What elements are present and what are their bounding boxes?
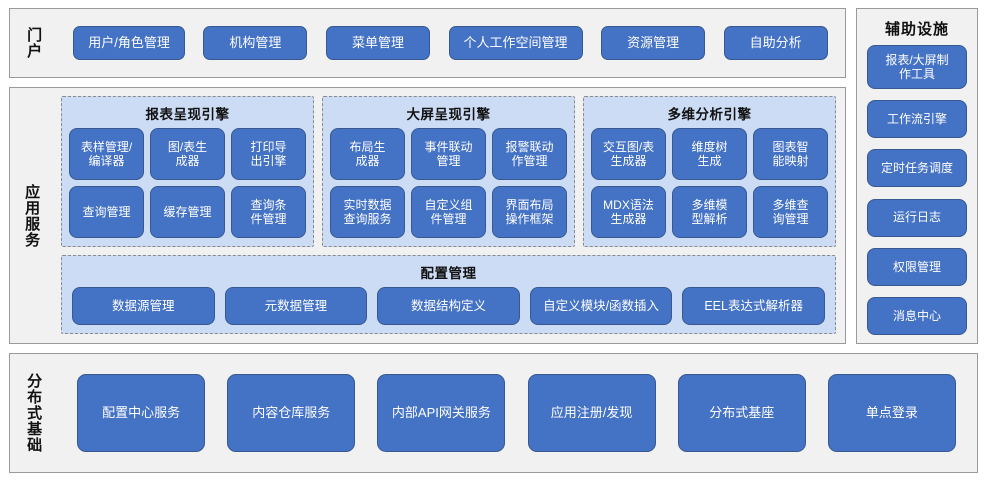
aux-item-workflow-engine[interactable]: 工作流引擎: [867, 100, 967, 139]
distbase-item-app-registry[interactable]: 应用注册/发现: [527, 374, 656, 452]
aux-facilities-panel: 辅助设施 报表/大屏制 作工具 工作流引擎 定时任务调度 运行日志 权限管理 消…: [856, 8, 978, 344]
config-item-metadata[interactable]: 元数据管理: [224, 287, 368, 325]
engine-report-items: 表样管理/ 编译器 图/表生 成器 打印导 出引擎 查询管理 缓存管理 查询条 …: [69, 128, 306, 238]
portal-item-self-analysis[interactable]: 自助分析: [723, 26, 828, 60]
portal-item-org[interactable]: 机构管理: [203, 26, 308, 60]
engine-multidim-item-smart-mapping[interactable]: 图表智 能映射: [753, 128, 828, 180]
distbase-item-sso[interactable]: 单点登录: [827, 374, 956, 452]
portal-item-user-role[interactable]: 用户/角色管理: [73, 26, 185, 60]
engines-row: 报表呈现引擎 表样管理/ 编译器 图/表生 成器 打印导 出引擎 查询管理 缓存…: [61, 96, 836, 247]
engine-bigscreen-title: 大屏呈现引擎: [406, 107, 491, 122]
aux-facilities-list: 报表/大屏制 作工具 工作流引擎 定时任务调度 运行日志 权限管理 消息中心: [867, 45, 967, 335]
distributed-base-panel: 分布式基础 配置中心服务 内容仓库服务 内部API网关服务 应用注册/发现 分布…: [9, 353, 978, 473]
application-services-body: 报表呈现引擎 表样管理/ 编译器 图/表生 成器 打印导 出引擎 查询管理 缓存…: [52, 88, 845, 343]
aux-item-scheduled-task[interactable]: 定时任务调度: [867, 149, 967, 188]
distbase-item-config-center[interactable]: 配置中心服务: [77, 374, 206, 452]
engine-multidim-title: 多维分析引擎: [667, 107, 752, 122]
aux-item-runtime-log[interactable]: 运行日志: [867, 198, 967, 237]
engine-report-item-cache-management[interactable]: 缓存管理: [150, 186, 225, 238]
aux-item-permission-management[interactable]: 权限管理: [867, 247, 967, 286]
engine-multidim-item-mdx-generator[interactable]: MDX语法 生成器: [591, 186, 666, 238]
aux-item-message-center[interactable]: 消息中心: [867, 296, 967, 335]
config-item-datasource[interactable]: 数据源管理: [72, 287, 215, 325]
distributed-base-label: 分布式基础: [25, 373, 43, 453]
aux-facilities-title: 辅助设施: [884, 21, 949, 38]
engine-bigscreen-item-layout-generator[interactable]: 布局生 成器: [330, 128, 405, 180]
engine-multidim-item-query-management[interactable]: 多维查 询管理: [753, 186, 828, 238]
engine-report-title: 报表呈现引擎: [145, 107, 230, 122]
config-management-title: 配置管理: [420, 266, 477, 281]
engine-report-item-chart-generator[interactable]: 图/表生 成器: [150, 128, 225, 180]
config-management-items: 数据源管理 元数据管理 数据结构定义 自定义模块/函数插入 EEL表达式解析器: [72, 287, 825, 325]
application-services-label: 应用服务: [23, 183, 41, 248]
engine-report-item-query-management[interactable]: 查询管理: [69, 186, 144, 238]
config-item-custom-module[interactable]: 自定义模块/函数插入: [529, 287, 673, 325]
aux-item-report-bigscreen-tool[interactable]: 报表/大屏制 作工具: [867, 45, 967, 89]
distbase-item-distributed-foundation[interactable]: 分布式基座: [677, 374, 806, 452]
portal-panel: 门户 用户/角色管理 机构管理 菜单管理 个人工作空间管理 资源管理 自助分析: [9, 8, 846, 78]
engine-bigscreen-item-realtime-query[interactable]: 实时数据 查询服务: [330, 186, 405, 238]
config-management-panel: 配置管理 数据源管理 元数据管理 数据结构定义 自定义模块/函数插入 EEL表达…: [61, 255, 836, 334]
engine-report-item-query-condition[interactable]: 查询条 件管理: [231, 186, 306, 238]
engine-bigscreen-item-event-linkage[interactable]: 事件联动 管理: [411, 128, 486, 180]
engine-multidim-item-interactive-chart[interactable]: 交互图/表 生成器: [591, 128, 666, 180]
portal-buttons: 用户/角色管理 机构管理 菜单管理 个人工作空间管理 资源管理 自助分析: [56, 9, 845, 77]
distributed-base-buttons: 配置中心服务 内容仓库服务 内部API网关服务 应用注册/发现 分布式基座 单点…: [56, 354, 977, 472]
engine-bigscreen: 大屏呈现引擎 布局生 成器 事件联动 管理 报警联动 作管理 实时数据 查询服务…: [322, 96, 575, 247]
engine-report: 报表呈现引擎 表样管理/ 编译器 图/表生 成器 打印导 出引擎 查询管理 缓存…: [61, 96, 314, 247]
portal-item-resource[interactable]: 资源管理: [601, 26, 706, 60]
engine-report-item-print-export[interactable]: 打印导 出引擎: [231, 128, 306, 180]
engine-multidim-items: 交互图/表 生成器 维度树 生成 图表智 能映射 MDX语法 生成器 多维模 型…: [591, 128, 828, 238]
engine-bigscreen-item-alarm-action[interactable]: 报警联动 作管理: [492, 128, 567, 180]
engine-multidim-item-model-parse[interactable]: 多维模 型解析: [672, 186, 747, 238]
upper-section: 门户 用户/角色管理 机构管理 菜单管理 个人工作空间管理 资源管理 自助分析 …: [9, 8, 978, 344]
engine-bigscreen-item-ui-layout-framework[interactable]: 界面布局 操作框架: [492, 186, 567, 238]
config-item-data-structure[interactable]: 数据结构定义: [377, 287, 520, 325]
engine-multidim-item-dimension-tree[interactable]: 维度树 生成: [672, 128, 747, 180]
engine-report-item-template-editor[interactable]: 表样管理/ 编译器: [69, 128, 144, 180]
left-column: 门户 用户/角色管理 机构管理 菜单管理 个人工作空间管理 资源管理 自助分析 …: [9, 8, 846, 344]
portal-item-workspace[interactable]: 个人工作空间管理: [448, 26, 583, 60]
engine-bigscreen-item-custom-component[interactable]: 自定义组 件管理: [411, 186, 486, 238]
config-item-eel-parser[interactable]: EEL表达式解析器: [682, 287, 825, 325]
engine-multidim: 多维分析引擎 交互图/表 生成器 维度树 生成 图表智 能映射 MDX语法 生成…: [583, 96, 836, 247]
distbase-item-api-gateway[interactable]: 内部API网关服务: [377, 374, 506, 452]
engine-bigscreen-items: 布局生 成器 事件联动 管理 报警联动 作管理 实时数据 查询服务 自定义组 件…: [330, 128, 567, 238]
application-services-panel: 应用服务 报表呈现引擎 表样管理/ 编译器 图/表生 成器 打印导 出引擎 查询…: [9, 87, 846, 344]
distbase-item-content-repository[interactable]: 内容仓库服务: [227, 374, 356, 452]
portal-item-menu[interactable]: 菜单管理: [325, 26, 430, 60]
portal-label: 门户: [25, 27, 43, 59]
